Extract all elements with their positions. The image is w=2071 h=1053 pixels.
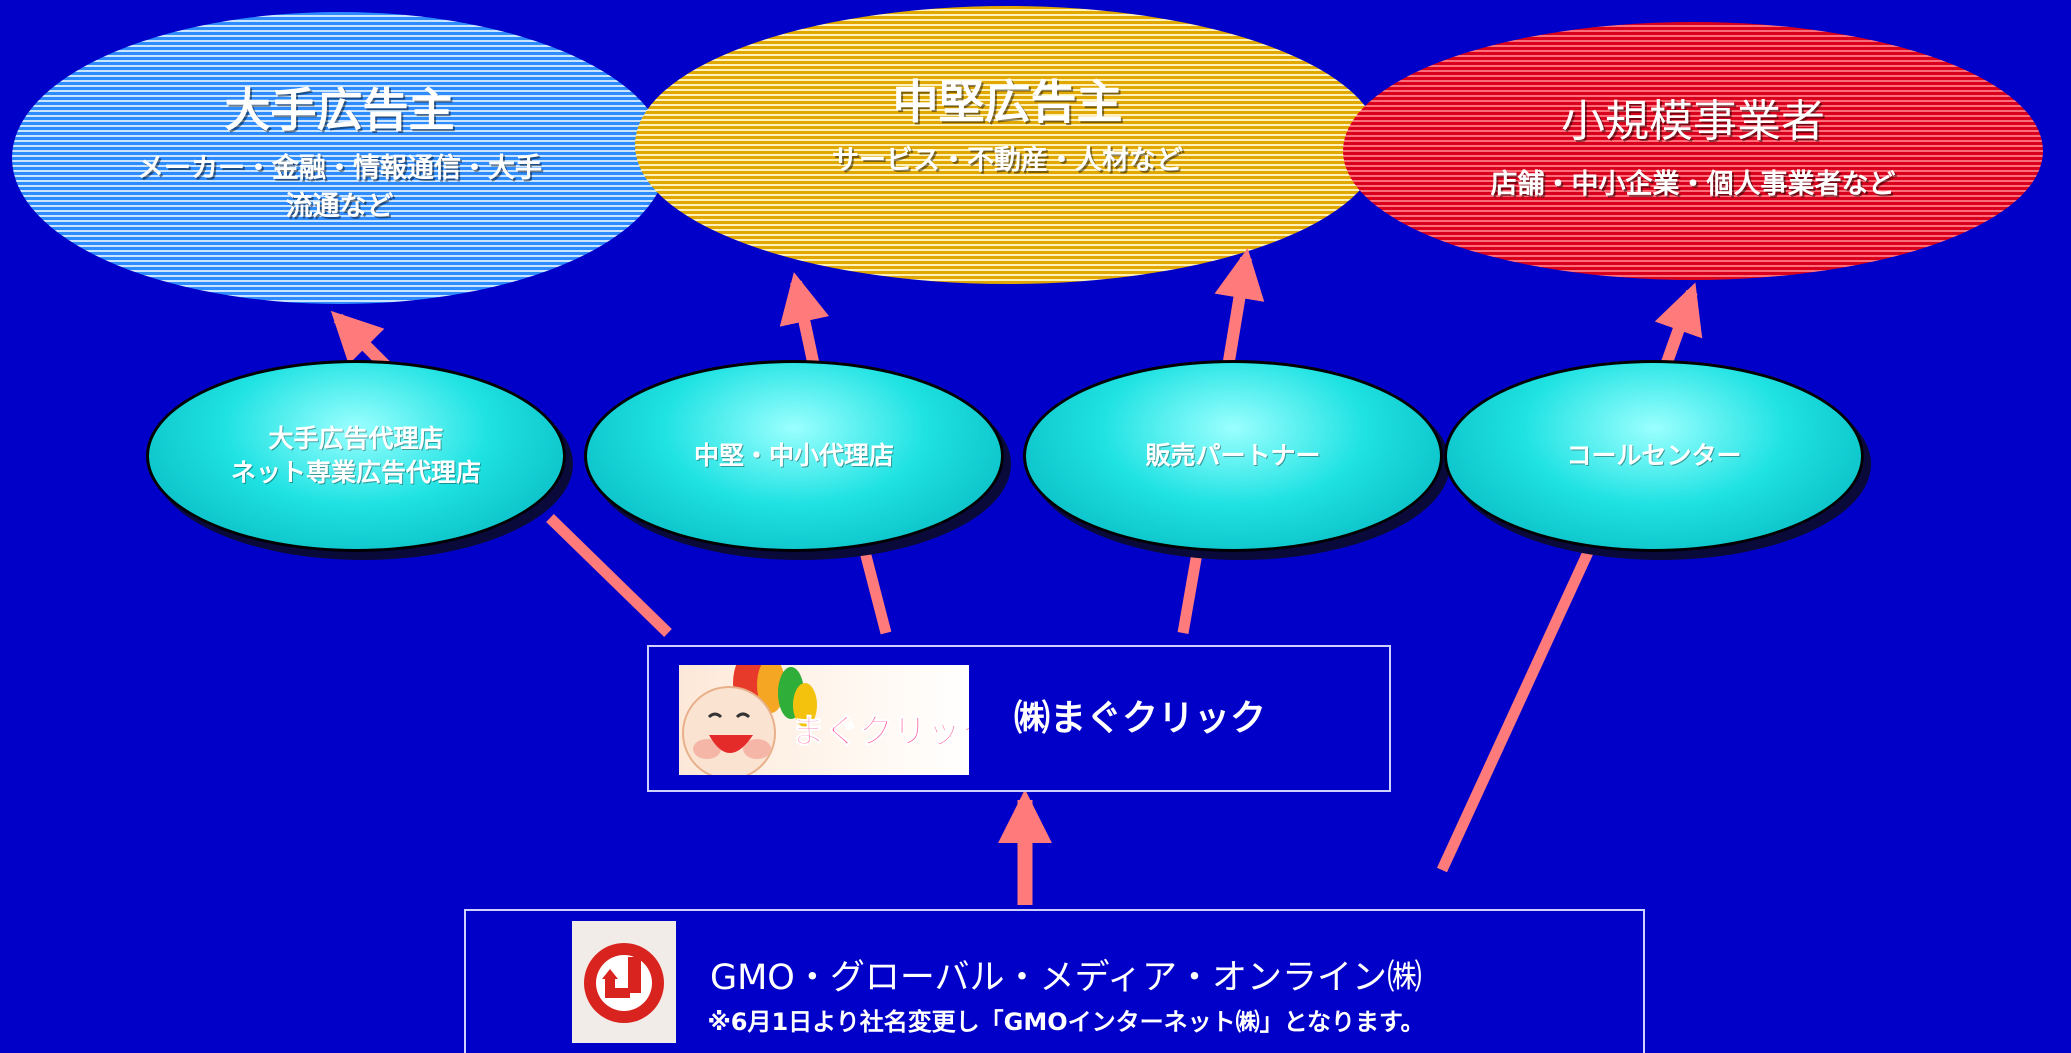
large-advertiser-subtitle-line: 流通など (285, 191, 394, 222)
channel-ellipse-sales-partner: 販売パートナー (1023, 360, 1443, 552)
magu-logo-text: まぐクリック (791, 713, 969, 751)
magclick-box: まぐクリック ㈱まぐクリック (647, 645, 1391, 792)
magu-mascot-icon: まぐクリック (679, 665, 969, 775)
gmo-rename-note: ※6月1日より社名変更し「GMOインターネット㈱」となります。 (707, 1008, 1425, 1036)
arrow-magu-to-ch1 (546, 514, 672, 637)
channel-label-line: 大手広告代理店 (268, 424, 444, 453)
channel-label: 中堅・中小代理店 (693, 441, 894, 470)
large-advertiser-subtitle-line: メーカー・金融・情報通信・大手 (137, 153, 542, 184)
gmo-box: GMO・グローバル・メディア・オンライン㈱ ※6月1日より社名変更し「GMOイン… (464, 909, 1645, 1053)
channel-ellipse-call-center: コールセンター (1444, 360, 1864, 552)
magclick-name: ㈱まぐクリック (1014, 698, 1267, 739)
gmo-logo-icon (572, 921, 676, 1043)
channel-label: コールセンター (1566, 441, 1742, 470)
mid-advertiser-subtitle: サービス・不動産・人材など (832, 145, 1183, 176)
arrow-gmo-to-ch4 (1437, 545, 1595, 873)
small-business-title: 小規模事業者 (1561, 96, 1825, 147)
small-business-ellipse: 小規模事業者 店舗・中小企業・個人事業者など (1343, 22, 2043, 280)
large-advertiser-title: 大手広告主 (224, 83, 455, 137)
channel-label: 販売パートナー (1145, 441, 1321, 470)
mid-advertiser-title: 中堅広告主 (892, 75, 1123, 129)
channel-ellipse-mid-agency: 中堅・中小代理店 (584, 360, 1004, 552)
arrow-magu-to-ch3 (1177, 552, 1203, 634)
gmo-name: GMO・グローバル・メディア・オンライン㈱ (709, 958, 1423, 998)
channel-ellipse-large-agency: 大手広告代理店 ネット専業広告代理店 (146, 360, 566, 552)
channel-label: 大手広告代理店 ネット専業広告代理店 (231, 422, 481, 490)
large-advertiser-subtitle: メーカー・金融・情報通信・大手 流通など (12, 150, 667, 226)
arrow-magu-to-ch2 (858, 546, 892, 635)
channel-label-line: ネット専業広告代理店 (230, 458, 481, 487)
large-advertiser-ellipse: 大手広告主 メーカー・金融・情報通信・大手 流通など (12, 12, 667, 304)
mid-advertiser-ellipse: 中堅広告主 サービス・不動産・人材など (635, 6, 1380, 284)
small-business-subtitle: 店舗・中小企業・個人事業者など (1490, 169, 1896, 200)
